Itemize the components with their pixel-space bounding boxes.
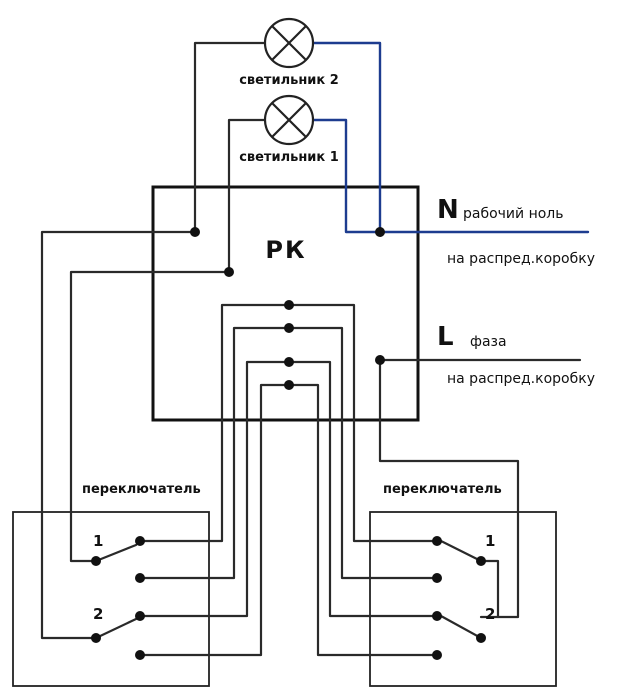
right-switch-key1: 1 — [485, 532, 495, 550]
right-switch-label: переключатель — [383, 482, 502, 497]
left-switch-box — [12, 511, 210, 687]
wire-left-key1 — [69, 270, 231, 563]
lamp-1 — [263, 94, 315, 146]
traveller-4-right — [287, 383, 439, 657]
traveller-1-right — [287, 303, 439, 543]
phase-to-right-switch — [378, 358, 520, 619]
right-switch-key2: 2 — [485, 605, 495, 623]
lamp-1-label: светильник 1 — [239, 150, 339, 165]
left-switch-label: переключатель — [82, 482, 201, 497]
traveller-3-right — [287, 360, 439, 618]
neutral-lamp1 — [311, 118, 382, 234]
neutral-destination: на распред.коробку — [447, 251, 595, 267]
junction-box-label: РК — [265, 236, 306, 264]
traveller-2-right — [287, 326, 439, 580]
traveller-3 — [138, 360, 291, 618]
right-switch-box — [369, 511, 557, 687]
neutral-label: рабочий ноль — [463, 206, 564, 222]
traveller-4 — [138, 383, 291, 657]
neutral-symbol: N — [437, 195, 459, 225]
right-key1-common — [479, 559, 500, 619]
wire-lamp1 — [227, 118, 267, 274]
wire-lamp2 — [193, 41, 267, 234]
junction-box — [151, 185, 420, 422]
junction-dots — [91, 227, 486, 660]
left-switch-contacts — [94, 543, 138, 640]
phase-destination: на распред.коробку — [447, 371, 595, 387]
traveller-1 — [138, 303, 291, 543]
lamp-2 — [263, 17, 315, 69]
right-switch-contacts — [439, 539, 483, 640]
left-switch-key2: 2 — [93, 605, 103, 623]
phase-label: фаза — [470, 334, 507, 350]
phase-symbol: L — [437, 322, 454, 352]
neutral-wires — [311, 41, 590, 234]
black-wires — [40, 41, 582, 657]
neutral-lamp2 — [311, 41, 382, 234]
wire-left-key2 — [40, 230, 197, 640]
traveller-2 — [138, 326, 291, 580]
left-switch-key1: 1 — [93, 532, 103, 550]
lamp-2-label: светильник 2 — [239, 73, 339, 88]
